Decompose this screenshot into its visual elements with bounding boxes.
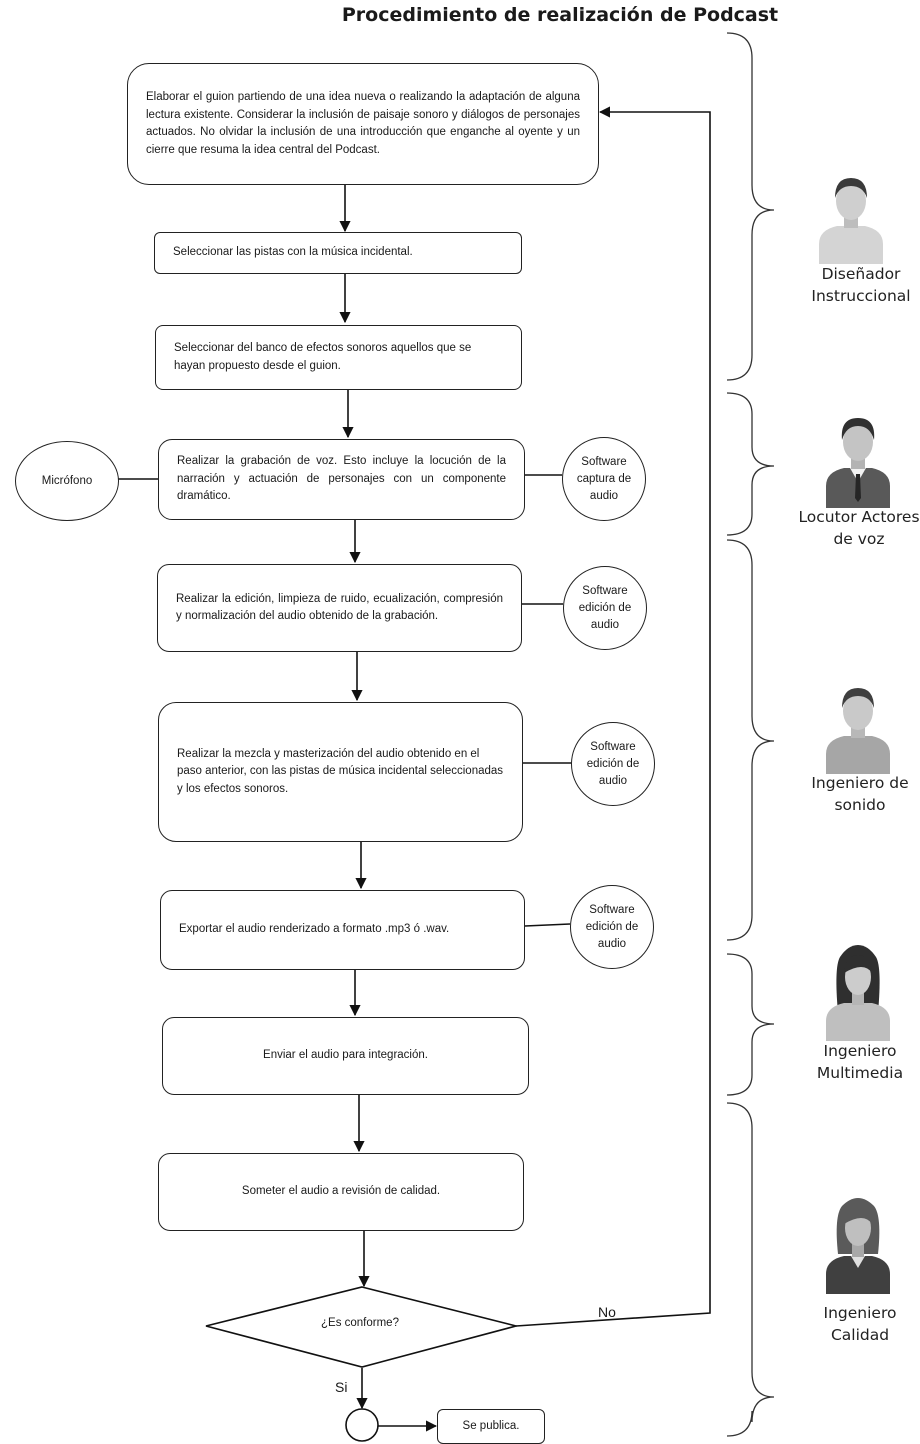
step-edit-audio: Realizar la edición, limpieza de ruido, … xyxy=(157,564,522,652)
brace-sound-engineer xyxy=(726,539,775,941)
step-publish: Se publica. xyxy=(437,1409,545,1444)
editing-software-node-1: Software edición de audio xyxy=(563,566,647,650)
male-designer-icon xyxy=(819,178,883,264)
brace-designer xyxy=(726,32,775,381)
terminal-circle xyxy=(345,1408,379,1442)
role-designer: Diseñador Instruccional xyxy=(811,265,911,305)
female-engineer-icon xyxy=(826,945,890,1041)
role-multimedia-engineer: Ingeniero Multimedia xyxy=(816,1042,904,1082)
step-quality-review: Someter el audio a revisión de calidad. xyxy=(158,1153,524,1231)
capture-software-node: Software captura de audio xyxy=(562,437,646,521)
diagram-title: Procedimiento de realización de Podcast xyxy=(341,4,779,26)
role-voice-actors: Locutor Actores de voz xyxy=(798,508,920,548)
step-select-music: Seleccionar las pistas con la música inc… xyxy=(154,232,522,274)
connector-editing-software-3 xyxy=(524,923,571,927)
brace-locutor xyxy=(726,392,775,536)
female-quality-icon xyxy=(826,1198,890,1294)
no-label: No xyxy=(598,1304,616,1320)
step-write-script: Elaborar el guion partiendo de una idea … xyxy=(127,63,599,185)
step-export-audio: Exportar el audio renderizado a formato … xyxy=(160,890,525,970)
microphone-node: Micrófono xyxy=(15,441,119,521)
editing-software-node-2: Software edición de audio xyxy=(571,722,655,806)
step-mix-master: Realizar la mezcla y masterización del a… xyxy=(158,702,523,842)
decision-diamond xyxy=(205,1286,520,1368)
yes-label: Si xyxy=(335,1379,348,1395)
role-quality-engineer: Ingeniero Calidad xyxy=(823,1304,897,1344)
decision-label: ¿Es conforme? xyxy=(321,1317,399,1329)
brace-quality-engineer xyxy=(726,1102,775,1437)
male-suit-icon xyxy=(826,418,890,508)
step-record-voice: Realizar la grabación de voz. Esto inclu… xyxy=(158,439,525,520)
male-engineer-icon xyxy=(826,688,890,774)
step-send-for-integration: Enviar el audio para integración. xyxy=(162,1017,529,1095)
role-sound-engineer: Ingeniero de sonido xyxy=(811,774,909,814)
brace-multimedia-engineer xyxy=(726,953,775,1096)
editing-software-node-3: Software edición de audio xyxy=(570,885,654,969)
arrow-no-loop-back xyxy=(515,106,711,1327)
step-select-effects: Seleccionar del banco de efectos sonoros… xyxy=(155,325,522,390)
